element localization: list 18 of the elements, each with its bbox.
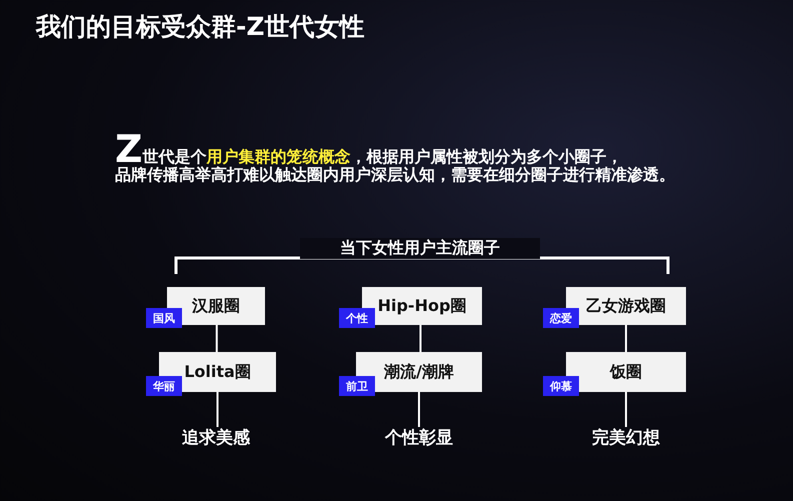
tag-label: 前卫 [339, 376, 375, 396]
intro-text: 品牌传播高举高打难以触达圈内用户深层认知，需要在细分圈子进行精准渗透。 [115, 165, 675, 186]
tag-label: 国风 [146, 308, 182, 328]
group-heading: 当下女性用户主流圈子 [300, 238, 540, 259]
trait-text: 完美幻想 [576, 426, 676, 450]
trait-text: 追求美感 [166, 426, 266, 450]
tag-label: 恋爱 [543, 308, 579, 328]
tag-label: 仰慕 [543, 376, 579, 396]
tag-label: 个性 [339, 308, 375, 328]
connector-line [216, 325, 218, 352]
trait-text: 个性彰显 [369, 426, 469, 450]
connector-line [625, 325, 627, 352]
slide-title: 我们的目标受众群-Z世代女性 [36, 11, 365, 43]
connector-line [216, 392, 218, 427]
tag-label: 华丽 [146, 376, 182, 396]
connector-line [420, 325, 422, 352]
connector-line [625, 392, 627, 427]
connector-line [418, 392, 420, 427]
